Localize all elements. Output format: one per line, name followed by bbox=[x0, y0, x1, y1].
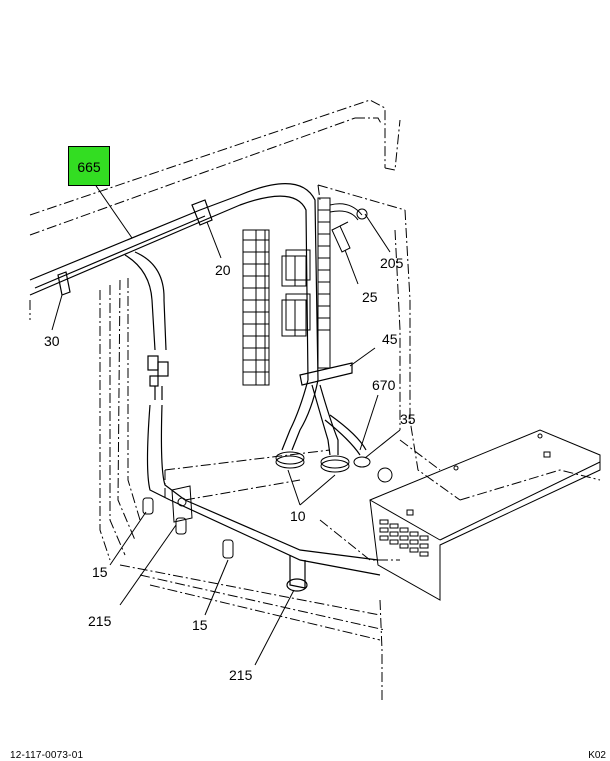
relay-stack bbox=[242, 229, 270, 386]
connector-25 bbox=[331, 221, 351, 253]
callout-215-left: 215 bbox=[88, 613, 112, 629]
clip-215-left bbox=[171, 485, 193, 523]
drawing-number: 12-117-0073-01 bbox=[10, 750, 84, 761]
callout-15-left: 15 bbox=[92, 564, 108, 580]
callout-45: 45 bbox=[382, 331, 398, 347]
fuse-column bbox=[317, 197, 331, 369]
harness-665 bbox=[29, 183, 381, 592]
callout-205: 205 bbox=[380, 255, 404, 271]
callout-15-mid: 15 bbox=[192, 617, 208, 633]
callouts: 20 205 25 30 45 670 35 10 15 215 15 215 bbox=[44, 255, 416, 683]
callout-20: 20 bbox=[215, 262, 231, 278]
callout-670: 670 bbox=[372, 377, 396, 393]
right-panel bbox=[369, 429, 601, 601]
vent-grille bbox=[379, 519, 429, 557]
callout-30: 30 bbox=[44, 333, 60, 349]
callout-35: 35 bbox=[400, 411, 416, 427]
relay-blocks bbox=[281, 249, 311, 337]
cab-outline bbox=[29, 99, 601, 700]
callout-10: 10 bbox=[290, 508, 306, 524]
sheet-code: K02 bbox=[588, 750, 606, 761]
leader-lines bbox=[51, 179, 401, 666]
callout-215-right: 215 bbox=[229, 667, 253, 683]
connector-205 bbox=[329, 203, 368, 221]
callout-665-highlight[interactable]: 665 bbox=[68, 146, 110, 186]
pins-15 bbox=[142, 497, 234, 559]
grommets-10 bbox=[275, 451, 371, 473]
callout-25: 25 bbox=[362, 289, 378, 305]
